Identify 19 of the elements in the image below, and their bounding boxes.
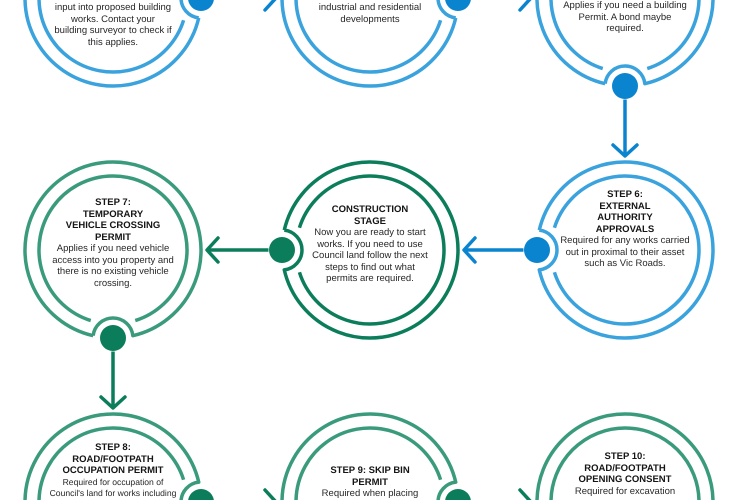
step-title: STEP 8: ROAD/FOOTPATH OCCUPATION PERMIT [62, 442, 164, 476]
step-title: STEP 10: ROAD/FOOTPATH OPENING CONSENT [578, 451, 672, 486]
arrow [611, 100, 639, 158]
step-description: Now you are ready to start works. If you need to use Council land follow the next steps to find out what permits are required. [311, 227, 429, 284]
step-description: Applies if you need a building Permit. A bond maybe required. [562, 0, 688, 34]
step-title: CONSTRUCTION STAGE [330, 204, 410, 227]
step-description: Required for excavation [574, 486, 676, 497]
step-title: STEP 9: SKIP BIN PERMIT [329, 465, 411, 488]
step-description: Applies if you need vehicle access into you property and there is no existing vehicle crossing. [51, 243, 175, 289]
step-description: industrial and residential developments [318, 2, 422, 25]
arrow [462, 236, 524, 264]
step-description: Required for occupation of Council's land for works including [48, 476, 178, 500]
arrow [99, 352, 127, 410]
arrow [205, 236, 268, 264]
step-title: STEP 7: TEMPORARY VEHICLE CROSSING PERMIT [64, 197, 162, 243]
step-description: Required for any works carried out in proximal to their asset such as Vic Roads. [559, 235, 691, 270]
step-description: input into proposed building works. Contact your building surveyor to check if this applies. [54, 2, 172, 48]
step-description: Required when placing [322, 488, 418, 500]
step-title: STEP 6: EXTERNAL AUTHORITY APPROVALS [594, 189, 656, 235]
